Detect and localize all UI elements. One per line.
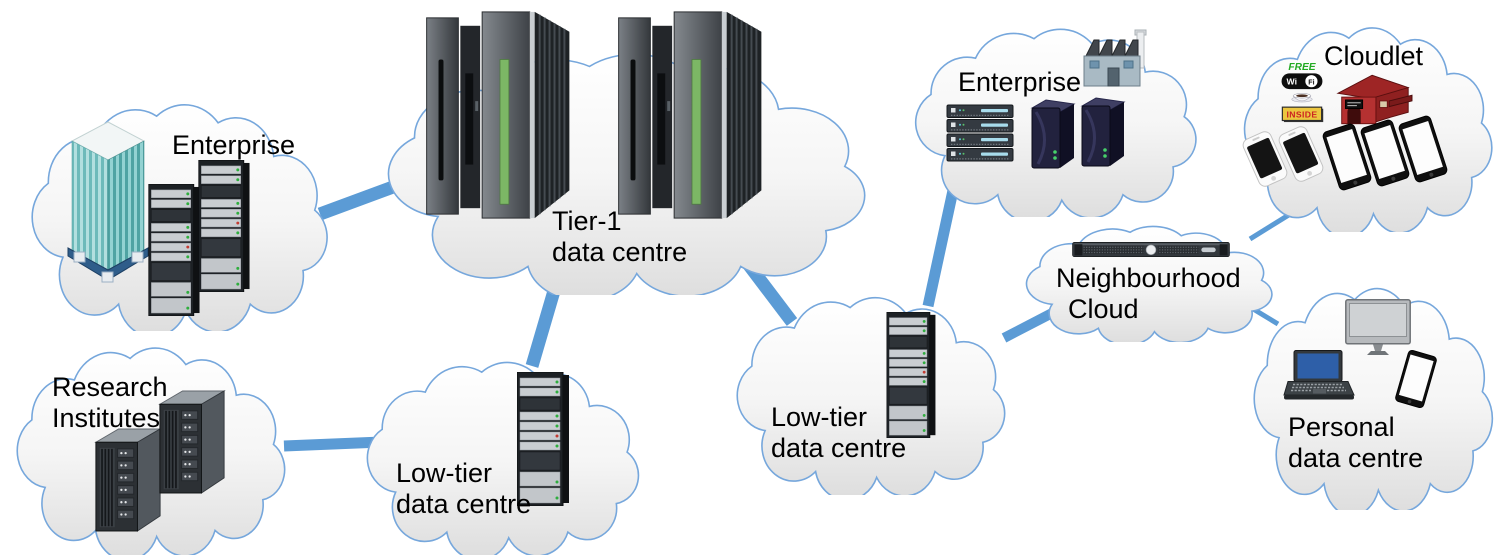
smartphone-icon: [1239, 128, 1291, 189]
label-line: Enterprise: [172, 130, 296, 160]
wifi-sign-fi-text: Fi: [1308, 79, 1314, 86]
rackmount-server-icon: [1072, 241, 1230, 258]
tower-server-icon: [1026, 96, 1080, 170]
label-line: Cloud: [1068, 294, 1139, 324]
label-lowtier1-data-centre: Low-tier data centre: [396, 458, 531, 520]
server-rack-icon: [147, 184, 201, 316]
label-cloudlet: Cloudlet: [1324, 41, 1423, 72]
label-tier1-data-centre: Tier-1 data centre: [552, 206, 687, 268]
tower-server-icon: [1076, 94, 1130, 168]
label-line: Tier-1: [552, 206, 622, 236]
smartphone-icon: [1319, 122, 1374, 193]
label-personal-data-centre: Personal data centre: [1288, 412, 1423, 474]
cloud-lowtier1: [358, 355, 654, 555]
label-line: Research: [52, 372, 168, 402]
wifi-sign-free-text: FREE: [1288, 62, 1316, 73]
link-research-lowtier1: [283, 436, 383, 452]
factory-icon: [1080, 28, 1152, 100]
wifi-sign-wi-text: Wi: [1287, 76, 1297, 86]
laptop-icon: [1283, 348, 1355, 404]
label-line: Enterprise: [958, 67, 1082, 97]
label-line: data centre: [771, 433, 907, 463]
label-line: Cloudlet: [1324, 41, 1424, 71]
label-enterprise-left: Enterprise: [172, 130, 295, 161]
label-line: data centre: [1288, 443, 1424, 473]
label-line: Institutes: [52, 403, 161, 433]
mainframe-icon: [616, 2, 766, 228]
free-wifi-sign-icon: FREE Wi Fi INSIDE: [1274, 60, 1330, 126]
server-cabinet-icon: [94, 424, 162, 536]
rack-server-stack-icon: [946, 104, 1017, 163]
office-building-icon: [62, 121, 154, 290]
coffee-shop-icon: [1336, 72, 1413, 126]
cloud-lowtier2: [728, 290, 1020, 495]
mainframe-icon: [424, 2, 574, 228]
smartphone-icon: [1357, 118, 1412, 189]
label-line: Low-tier: [771, 402, 868, 432]
label-line: data centre: [396, 489, 532, 519]
label-line: Low-tier: [396, 458, 493, 488]
label-line: Neighbourhood: [1056, 263, 1241, 293]
wifi-sign-inside-text: INSIDE: [1286, 109, 1317, 119]
label-enterprise-right: Enterprise: [958, 67, 1081, 98]
smartphone-icon: [1395, 114, 1450, 185]
label-research-institutes: Research Institutes: [52, 372, 168, 434]
server-cabinet-icon: [158, 386, 226, 498]
label-neighbourhood-cloud: Neighbourhood Cloud: [1056, 263, 1241, 325]
server-rack-icon: [197, 160, 251, 292]
label-line: data centre: [552, 237, 688, 267]
label-lowtier2-data-centre: Low-tier data centre: [771, 402, 906, 464]
smartphone-icon: [1275, 123, 1327, 184]
monitor-icon: [1344, 299, 1412, 357]
label-line: Personal: [1288, 412, 1395, 442]
smartphone-icon: [1393, 349, 1439, 410]
